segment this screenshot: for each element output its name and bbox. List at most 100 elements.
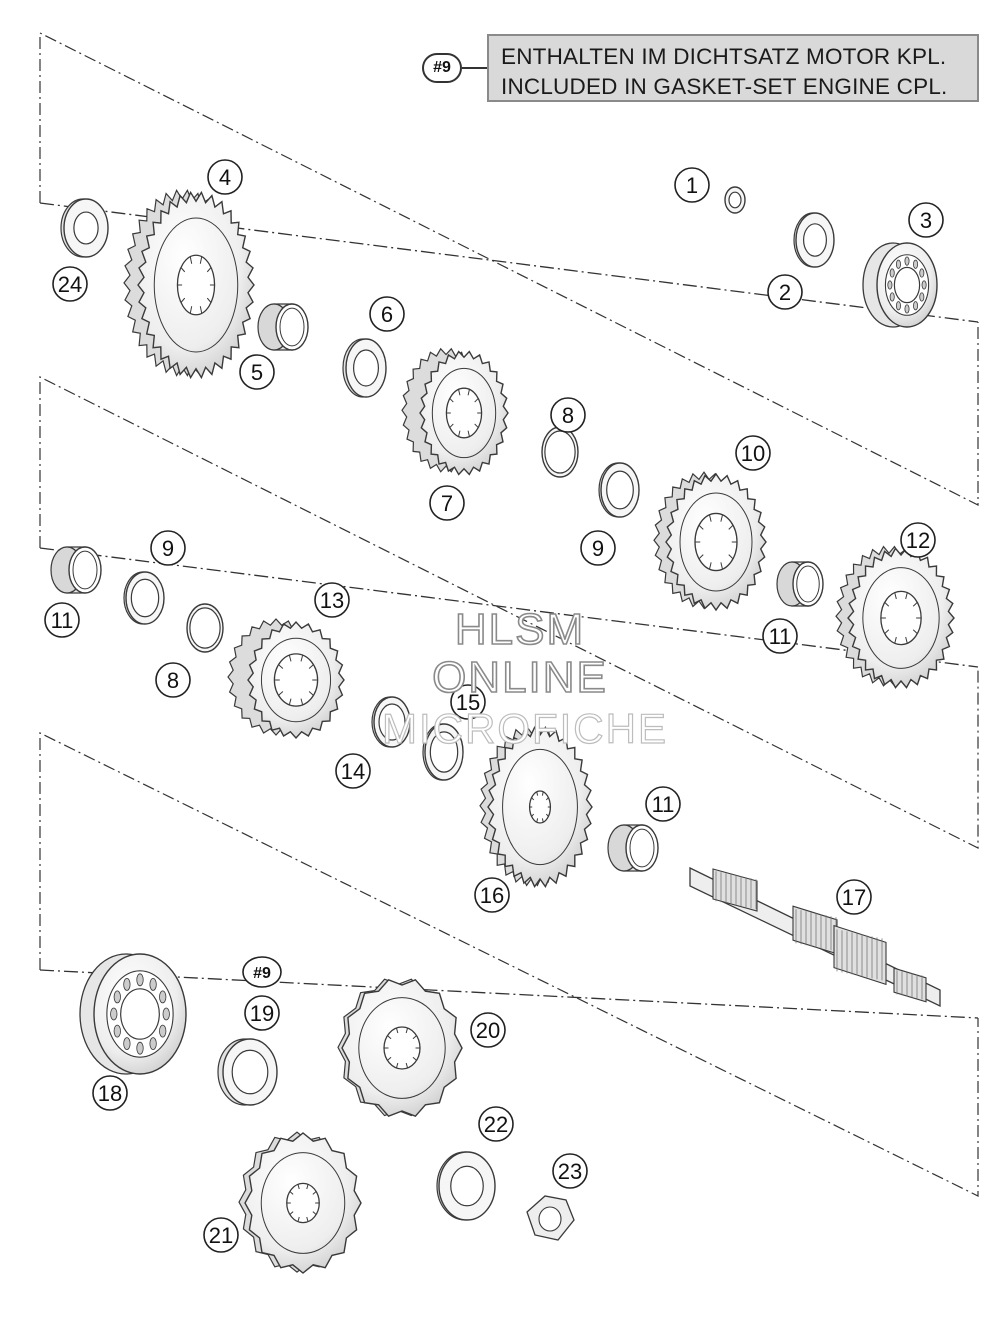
callout-2: 2 <box>767 274 803 310</box>
callout-label: 11 <box>51 608 74 633</box>
part-24-washer <box>60 198 109 258</box>
part-3-bearing <box>862 242 938 328</box>
callout-label: 5 <box>251 360 263 385</box>
watermark-line-2: ONLINE <box>431 652 608 703</box>
callout-9: 9 <box>580 530 616 566</box>
callout-16: 16 <box>474 877 510 913</box>
legend-tag: #9 <box>422 53 462 83</box>
callout-label: 2 <box>779 280 791 305</box>
callout-22: 22 <box>478 1106 514 1142</box>
part-21-sprocket <box>238 1131 362 1274</box>
callout-label: 23 <box>558 1159 582 1184</box>
part-10-gear <box>653 471 767 612</box>
callout-label: 6 <box>381 302 393 327</box>
callout-label: 24 <box>58 272 82 297</box>
legend-connector <box>462 67 488 69</box>
callout-17: 17 <box>836 879 872 915</box>
callout-4: 4 <box>207 159 243 195</box>
callout-8: 8 <box>155 662 191 698</box>
callout-label: 11 <box>652 792 675 817</box>
part-19-seal <box>217 1038 278 1106</box>
callout-label: 11 <box>769 624 792 649</box>
frame-lower <box>39 732 979 1197</box>
legend-line-english: INCLUDED IN GASKET-SET ENGINE CPL. <box>501 74 948 99</box>
callout-10: 10 <box>735 435 771 471</box>
callout-11: 11 <box>645 786 681 822</box>
callout-label: 1 <box>686 173 698 198</box>
part-6-washer <box>342 338 387 398</box>
callout-18: 18 <box>92 1075 128 1111</box>
parts-layer <box>50 186 955 1274</box>
axis-lower <box>39 969 979 1019</box>
callout-label: 15 <box>456 690 480 715</box>
part-7-gear <box>401 347 509 476</box>
callout-19: 19 <box>244 995 280 1031</box>
part-11-bushing-left <box>50 546 102 594</box>
part-20-sprocket <box>337 978 463 1118</box>
part-4-gear <box>123 188 255 380</box>
callout-20: 20 <box>470 1012 506 1048</box>
part-12-gear <box>835 545 955 689</box>
watermark-line-1: HLSM <box>454 604 586 655</box>
callout-label: 16 <box>480 883 504 908</box>
callout-label: 8 <box>167 668 179 693</box>
callout-label: 7 <box>441 491 453 516</box>
axis-middle <box>39 547 979 668</box>
callout-label: 20 <box>476 1018 500 1043</box>
callout-label: 19 <box>250 1001 274 1026</box>
callout-24: 24 <box>52 266 88 302</box>
callout-3: 3 <box>908 202 944 238</box>
watermark-line-3: MICROFICHE <box>381 704 668 752</box>
callout-label: 21 <box>209 1223 233 1248</box>
callout-23: 23 <box>552 1153 588 1189</box>
callout-7: 7 <box>429 485 465 521</box>
part-9-thrust-washer-upper <box>598 462 640 518</box>
part-14-washer <box>371 696 411 748</box>
callout-label: 8 <box>562 403 574 428</box>
part-11-bushing-right <box>607 824 659 872</box>
callout-label: 13 <box>320 588 344 613</box>
callout-8: 8 <box>550 397 586 433</box>
callout-1: 1 <box>674 167 710 203</box>
callout-14: 14 <box>335 753 371 789</box>
callout-11: 11 <box>44 602 80 638</box>
part-22-lock-washer <box>436 1151 496 1221</box>
callout-12: 12 <box>900 522 936 558</box>
part-5-bushing <box>257 303 309 351</box>
callout-label: 3 <box>920 208 932 233</box>
part-1-circlip <box>724 186 746 214</box>
callout-label: 17 <box>842 885 866 910</box>
callout-label: 9 <box>592 536 604 561</box>
part-16-gear <box>479 725 593 888</box>
callout-label: 4 <box>219 165 231 190</box>
part-2-washer <box>793 212 835 268</box>
callout-label: 22 <box>484 1112 508 1137</box>
part-17-shaft <box>689 866 941 1008</box>
callout-21: 21 <box>203 1217 239 1253</box>
callout-15: 15 <box>450 684 486 720</box>
legend-line-german: ENTHALTEN IM DICHTSATZ MOTOR KPL. <box>501 44 947 69</box>
part-11-bushing-upper <box>776 561 824 607</box>
callout-5: 5 <box>239 354 275 390</box>
callout-11: 11 <box>762 618 798 654</box>
part-15-washer <box>422 723 464 781</box>
callout-label: 9 <box>162 536 174 561</box>
callout-13: 13 <box>314 582 350 618</box>
callout-label: 10 <box>741 441 765 466</box>
part-18-bearing <box>79 953 187 1075</box>
callout-label: 12 <box>906 528 930 553</box>
callout-6: 6 <box>369 296 405 332</box>
callout-nine-tag: #9 <box>242 956 282 988</box>
assembly-frames <box>39 32 979 1197</box>
callout-label: 14 <box>341 759 365 784</box>
callout-label: 18 <box>98 1081 122 1106</box>
part-8-circlip-upper <box>541 426 579 478</box>
part-8-circlip-middle <box>186 603 224 653</box>
part-13-gear <box>227 618 345 740</box>
part-9-thrust-washer-middle <box>123 571 165 625</box>
callout-9: 9 <box>150 530 186 566</box>
part-23-nut <box>526 1195 575 1241</box>
legend-box: ENTHALTEN IM DICHTSATZ MOTOR KPL. INCLUD… <box>487 34 979 102</box>
